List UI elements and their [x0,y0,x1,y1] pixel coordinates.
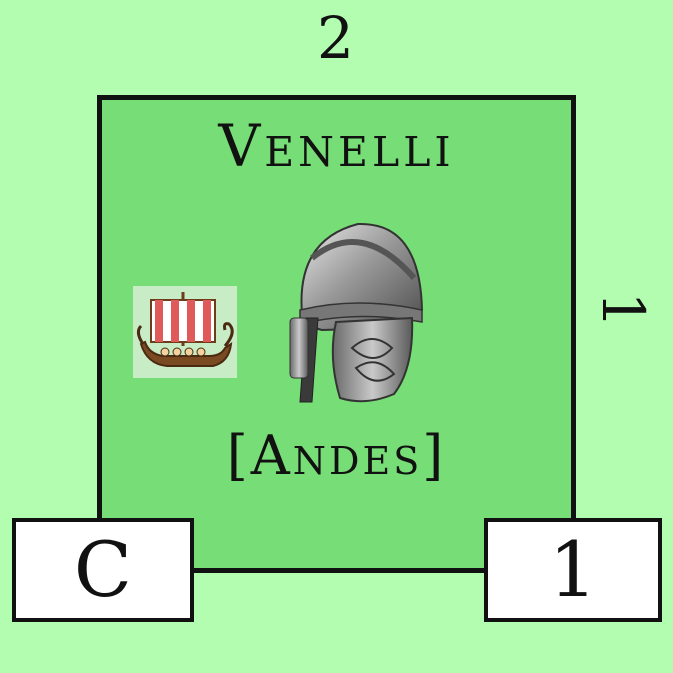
corner-label-left: C [12,518,194,622]
tribe-card[interactable]: Venelli [97,95,576,573]
side-value: 1 [589,291,657,329]
helmet-icon [282,218,432,408]
tribe-name: Venelli [218,112,455,180]
tribe-subtitle: [Andes] [226,424,447,487]
top-value: 2 [317,4,356,72]
longship-icon [133,286,237,378]
corner-label-right: 1 [484,518,662,622]
